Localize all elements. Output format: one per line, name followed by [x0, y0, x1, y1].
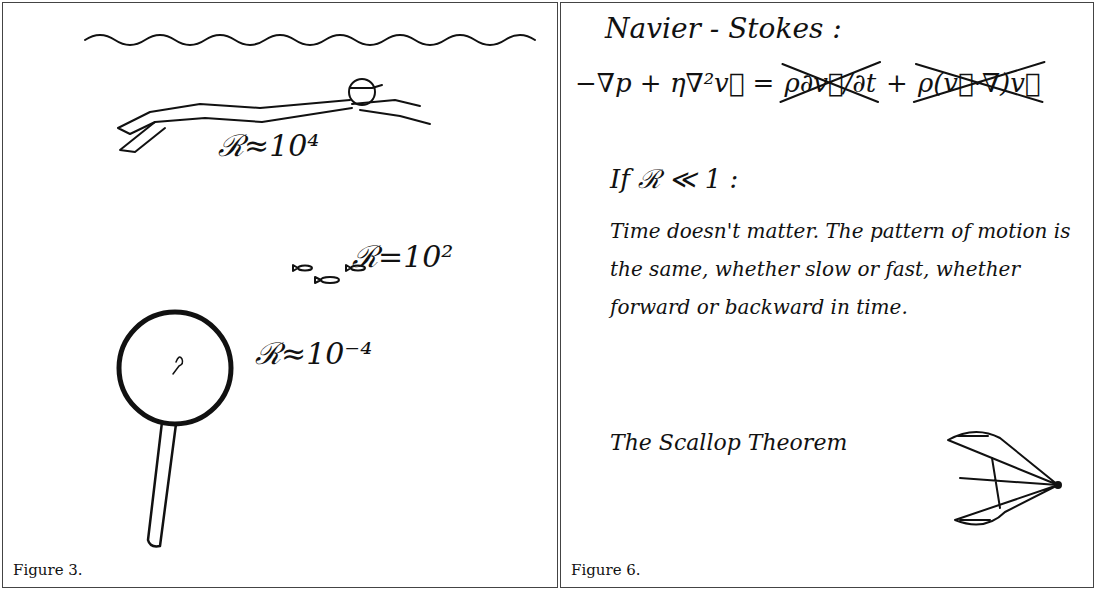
- equation-term: −∇p + η∇²v⃗ =: [575, 68, 774, 98]
- water-surface: [85, 35, 535, 45]
- note: The Scallop Theorem: [610, 430, 847, 455]
- equation-term: +: [886, 68, 908, 98]
- note: Time doesn't matter. The pattern of moti…: [610, 212, 1080, 326]
- figure-panel: Figure 3.: [2, 2, 558, 588]
- reynolds-number: ℛ≈10⁴: [218, 124, 319, 165]
- equation-term: Navier - Stokes :: [605, 12, 842, 45]
- strike-cross: [780, 62, 880, 102]
- figure-caption: Figure 3.: [13, 561, 83, 579]
- strike-cross: [914, 62, 1045, 102]
- scallop: [948, 432, 1061, 525]
- equation-term: ρ(v⃗·∇)v⃗: [918, 68, 1041, 98]
- reynolds-number: ℛ=10²: [352, 235, 453, 276]
- reynolds-number: ℛ≈10⁻⁴: [255, 332, 372, 373]
- figure-caption: Figure 6.: [571, 561, 641, 579]
- magnifier: [119, 312, 231, 546]
- note: If ℛ ≪ 1 :: [610, 160, 738, 196]
- equation-term: ρ∂v⃗/∂t: [784, 68, 876, 98]
